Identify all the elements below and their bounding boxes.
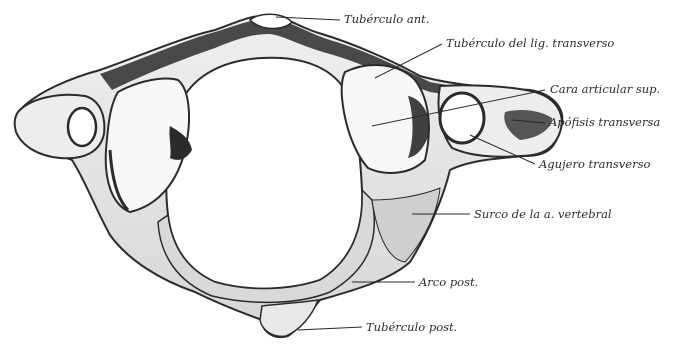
vertebral-foramen bbox=[166, 58, 362, 289]
label-surco-arteria-vertebral: Surco de la a. vertebral bbox=[474, 207, 612, 221]
leader-tuberculo-post bbox=[298, 327, 362, 330]
atlas-bone bbox=[15, 14, 563, 337]
label-tuberculo-ant: Tubérculo ant. bbox=[344, 12, 429, 26]
label-agujero-transverso: Agujero transverso bbox=[538, 157, 651, 171]
right-transverse-foramen bbox=[440, 93, 484, 143]
label-apofisis-transversa: Apófisis transversa bbox=[548, 115, 660, 129]
label-tuberculo-post: Tubérculo post. bbox=[366, 320, 457, 334]
label-tuberculo-lig-transverso: Tubérculo del lig. transverso bbox=[446, 36, 614, 50]
label-cara-articular-sup: Cara articular sup. bbox=[550, 82, 660, 96]
left-transverse-foramen bbox=[68, 108, 96, 146]
label-arco-post: Arco post. bbox=[418, 275, 478, 289]
posterior-tubercle bbox=[260, 300, 318, 336]
